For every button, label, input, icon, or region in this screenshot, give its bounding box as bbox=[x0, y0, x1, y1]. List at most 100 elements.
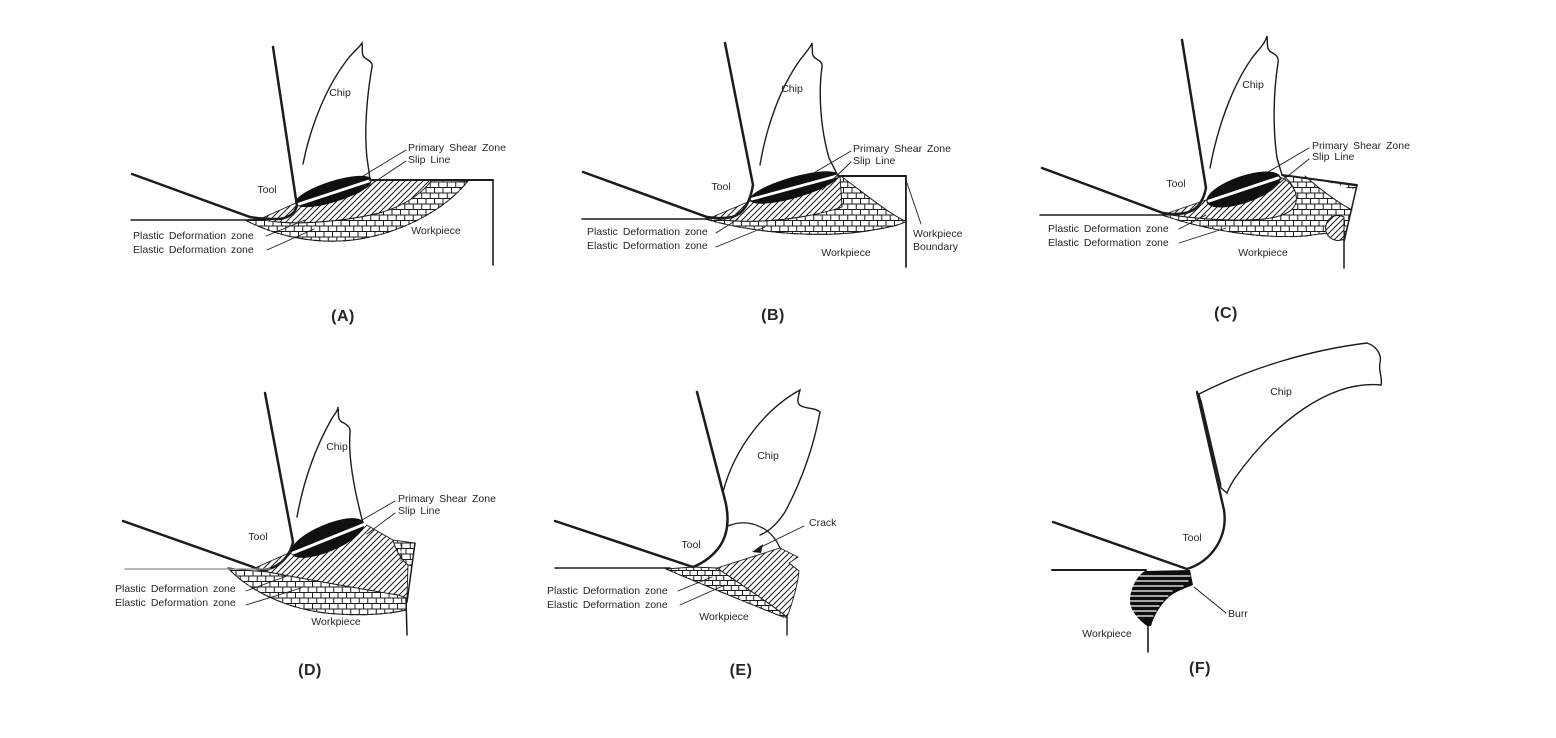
crack-label: Crack bbox=[809, 517, 837, 529]
slip-line bbox=[297, 179, 371, 206]
plastic-zone-label: Plastic Deformation zone bbox=[1048, 223, 1169, 235]
chip-outline bbox=[722, 388, 821, 536]
workpiece-boundary-line bbox=[1343, 184, 1358, 269]
chip-label: Chip bbox=[1242, 79, 1264, 91]
leader-slip-line bbox=[821, 161, 852, 191]
burr-shape bbox=[1129, 570, 1193, 626]
leader-burr bbox=[1193, 586, 1227, 614]
leader-plastic-zone bbox=[677, 576, 713, 592]
crack-arrow bbox=[756, 525, 805, 550]
chip-shape bbox=[1210, 36, 1282, 175]
burr-streaks bbox=[1129, 575, 1191, 617]
panel-caption: (D) bbox=[298, 662, 322, 679]
leader-slip-line bbox=[357, 160, 407, 194]
slip-line-label: Slip Line bbox=[853, 155, 895, 167]
zone-outer-boundary bbox=[244, 180, 469, 242]
leader-elastic-zone bbox=[679, 584, 726, 606]
leader-elastic-zone bbox=[1178, 227, 1227, 244]
leader-slip-line bbox=[1272, 158, 1310, 189]
leader-primary-shear-zone bbox=[1267, 147, 1310, 173]
leader-plastic-zone bbox=[245, 575, 288, 592]
chip-outline bbox=[296, 406, 364, 524]
panel-caption: (E) bbox=[730, 662, 753, 679]
tool-label: Tool bbox=[248, 531, 267, 543]
panel-e: Chip Crack Tool Plastic Deformation zone… bbox=[547, 388, 837, 679]
zone-outer-boundary bbox=[665, 568, 784, 618]
panel-caption: (C) bbox=[1214, 305, 1238, 322]
workpiece-boundary-line bbox=[405, 542, 416, 636]
plastic-zone-label: Plastic Deformation zone bbox=[547, 585, 668, 597]
elastic-zone-label: Elastic Deformation zone bbox=[587, 240, 708, 252]
chip-shape bbox=[723, 390, 820, 535]
chip-outline bbox=[302, 40, 373, 180]
chip-label: Chip bbox=[757, 450, 779, 462]
workpiece-label: Workpiece bbox=[821, 247, 871, 259]
workpiece-label: Workpiece bbox=[1238, 247, 1288, 259]
tool-edge bbox=[553, 390, 729, 569]
workpiece-label: Workpiece bbox=[699, 611, 749, 623]
tool-edge bbox=[130, 45, 299, 221]
primary-shear-zone-label: Primary Shear Zone bbox=[408, 142, 506, 154]
tool-label: Tool bbox=[681, 539, 700, 551]
plastic-zone-label: Plastic Deformation zone bbox=[587, 226, 708, 238]
slip-line bbox=[1207, 176, 1280, 203]
slip-line bbox=[750, 174, 839, 201]
workpiece-boundary-label-line2: Boundary bbox=[913, 241, 959, 253]
slip-line-label: Slip Line bbox=[408, 154, 450, 166]
chip-label: Chip bbox=[1270, 386, 1292, 398]
panel-caption: (A) bbox=[331, 308, 355, 325]
workpiece-label: Workpiece bbox=[311, 616, 361, 628]
leader-primary-shear-zone bbox=[811, 150, 852, 175]
primary-shear-zone-label: Primary Shear Zone bbox=[1312, 140, 1410, 152]
leader-plastic-zone bbox=[715, 218, 739, 234]
elastic-zone-label: Elastic Deformation zone bbox=[547, 599, 668, 611]
chip-shape bbox=[760, 43, 838, 176]
plastic-zone-label: Plastic Deformation zone bbox=[133, 230, 254, 242]
tool-edge bbox=[581, 41, 755, 220]
burr-label: Burr bbox=[1228, 608, 1248, 620]
chip-label: Chip bbox=[329, 87, 351, 99]
chip-label: Chip bbox=[781, 83, 803, 95]
primary-shear-zone-label: Primary Shear Zone bbox=[398, 493, 496, 505]
workpiece-blank-crescent bbox=[1305, 176, 1356, 210]
leader-elastic-zone bbox=[266, 228, 315, 251]
tool-edge bbox=[1051, 390, 1226, 571]
chip-outline bbox=[1198, 342, 1383, 495]
chip-shape bbox=[303, 43, 373, 179]
leader-plastic-zone bbox=[1178, 214, 1207, 230]
slip-line-label: Slip Line bbox=[398, 505, 440, 517]
tool-edge bbox=[1040, 38, 1208, 216]
zone-outer-boundary bbox=[704, 218, 906, 235]
crack-arrowhead bbox=[752, 544, 763, 553]
chip-inner-edge bbox=[1200, 399, 1222, 486]
workpiece-surface-line bbox=[1281, 174, 1358, 186]
panel-caption: (B) bbox=[761, 307, 785, 324]
workpiece-label: Workpiece bbox=[1082, 628, 1132, 640]
chip-outline bbox=[759, 42, 839, 177]
panel-c: Chip Tool Primary Shear Zone Slip Line P… bbox=[1039, 35, 1410, 322]
tool-label: Tool bbox=[1182, 532, 1201, 544]
elastic-zone-label: Elastic Deformation zone bbox=[115, 597, 236, 609]
workpiece-label: Workpiece bbox=[411, 225, 461, 237]
plastic-deformation-zone-region bbox=[258, 179, 433, 224]
panel-b: Chip Tool Primary Shear Zone Slip Line P… bbox=[581, 41, 963, 324]
tool-label: Tool bbox=[1166, 178, 1185, 190]
panel-d: Chip Tool Primary Shear Zone Slip Line P… bbox=[115, 391, 496, 679]
zone-outer-boundary bbox=[1161, 214, 1345, 242]
leader-slip-line bbox=[366, 512, 396, 535]
leader-elastic-zone bbox=[715, 226, 766, 248]
leader-workpiece-boundary bbox=[905, 179, 922, 225]
secondary-hatch-patch bbox=[1325, 215, 1345, 241]
slip-line-label: Slip Line bbox=[1312, 151, 1354, 163]
elastic-zone-label: Elastic Deformation zone bbox=[1048, 237, 1169, 249]
panel-caption: (F) bbox=[1189, 660, 1211, 677]
chip-outline bbox=[1209, 35, 1283, 176]
panel-f: Chip Tool Burr Workpiece (F) bbox=[1051, 342, 1383, 677]
panel-a: Chip Tool Primary Shear Zone Slip Line P… bbox=[130, 40, 506, 325]
crack-line bbox=[727, 522, 781, 549]
slip-line bbox=[291, 522, 367, 555]
zone-outer-boundary bbox=[227, 567, 407, 616]
tool-label: Tool bbox=[711, 181, 730, 193]
leader-plastic-zone bbox=[265, 219, 306, 237]
crescent-boundary-curve bbox=[841, 176, 904, 221]
